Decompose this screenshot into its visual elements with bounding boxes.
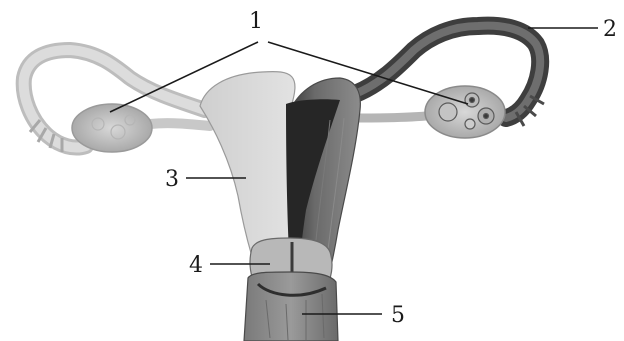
callout-label-3: 3 [165,167,179,192]
callout-label-4: 4 [189,253,203,278]
callout-label-1: 1 [249,9,263,34]
leader-lines [110,28,598,314]
callout-label-5: 5 [391,303,405,328]
right-ovarian-ligament [358,116,426,118]
vagina [244,272,338,341]
left-ovarian-ligament [150,123,210,126]
callout-label-2: 2 [603,17,617,42]
